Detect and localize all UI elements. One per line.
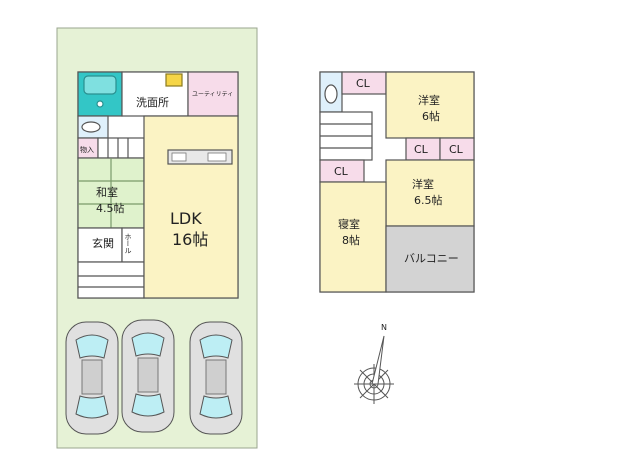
bedroom-size: 8帖 xyxy=(342,234,360,247)
ldk-room xyxy=(143,115,239,299)
floor1 xyxy=(77,71,239,299)
storage-label: 物入 xyxy=(80,145,94,154)
car-left xyxy=(65,321,119,435)
bedroom-label: 寝室 xyxy=(338,217,360,231)
staircase-1f xyxy=(97,137,145,159)
north-arrow-icon xyxy=(371,335,385,385)
balcony xyxy=(385,225,475,293)
car-middle xyxy=(121,319,175,433)
compass-north-label: N xyxy=(381,323,387,332)
closet-top-label: CL xyxy=(356,77,371,90)
washbasin xyxy=(165,73,183,87)
western-room-2 xyxy=(385,159,475,227)
closet-mid-2-label: CL xyxy=(449,143,464,156)
toilet-icon xyxy=(81,121,101,133)
entry-steps xyxy=(77,261,145,299)
hall-label: ホール xyxy=(124,233,132,254)
entrance xyxy=(77,227,123,263)
japanese-room-size: 4.5帖 xyxy=(96,202,125,215)
bedroom xyxy=(319,181,387,293)
staircase-2f xyxy=(319,111,373,161)
closet-left-label: CL xyxy=(334,165,349,178)
japanese-room-label: 和室 xyxy=(96,185,118,199)
bathtub xyxy=(83,75,117,95)
floor2 xyxy=(319,71,475,293)
western-room-1-label: 洋室 xyxy=(418,93,440,107)
washroom-label: 洗面所 xyxy=(136,96,169,109)
western-room-1 xyxy=(385,71,475,139)
closet-mid-1-label: CL xyxy=(414,143,429,156)
utility-label: ユーティリティ xyxy=(192,91,233,98)
compass xyxy=(354,335,394,404)
toilet-icon-2f xyxy=(324,84,338,104)
balcony-label: バルコニー xyxy=(404,252,459,265)
western-room-2-label: 洋室 xyxy=(412,177,434,191)
entrance-label: 玄関 xyxy=(92,236,114,250)
car-right xyxy=(189,321,243,435)
ldk-label: LDK xyxy=(170,209,202,228)
western-room-1-size: 6帖 xyxy=(422,110,440,123)
western-room-2-size: 6.5帖 xyxy=(414,194,443,207)
ldk-size: 16帖 xyxy=(172,230,208,249)
